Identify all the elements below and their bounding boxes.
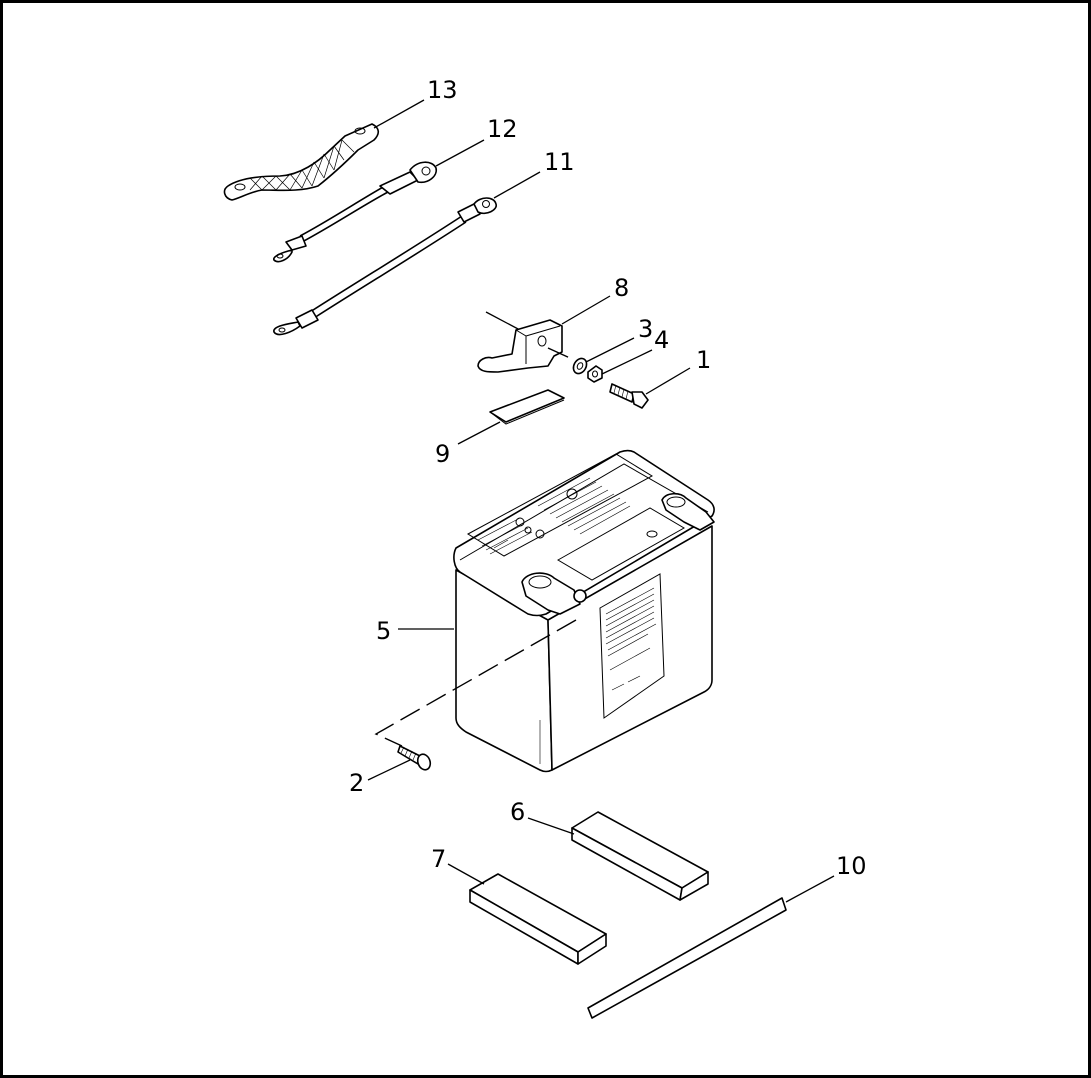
part-3-washer (572, 357, 588, 375)
callout-10: 10 (836, 852, 867, 880)
callout-13: 13 (427, 76, 458, 104)
part-5-battery (453, 449, 715, 773)
part-7-pad (469, 873, 607, 965)
part-2-screw (397, 745, 432, 771)
callout-1: 1 (696, 346, 711, 374)
part-10-strip (587, 897, 787, 1019)
part-11-cable (273, 197, 497, 336)
assembly-line-bracket (547, 347, 571, 359)
leader-lines (367, 99, 835, 903)
callout-9: 9 (435, 440, 450, 468)
part-4-nut (587, 365, 603, 383)
callout-11: 11 (544, 148, 575, 176)
part-1-bolt (609, 383, 649, 409)
callout-2: 2 (349, 769, 364, 797)
part-8-bracket (477, 311, 563, 373)
callout-5: 5 (376, 617, 391, 645)
callout-6: 6 (510, 798, 525, 826)
assembly-line-terminal (374, 619, 577, 747)
part-13-ground-strap (223, 123, 380, 201)
part-12-cable (273, 161, 438, 263)
callout-4: 4 (654, 326, 669, 354)
callout-12: 12 (487, 115, 518, 143)
part-9-pad (489, 389, 565, 425)
part-6-pad (571, 811, 709, 901)
callout-8: 8 (614, 274, 629, 302)
callout-7: 7 (431, 845, 446, 873)
callout-3: 3 (638, 315, 653, 343)
